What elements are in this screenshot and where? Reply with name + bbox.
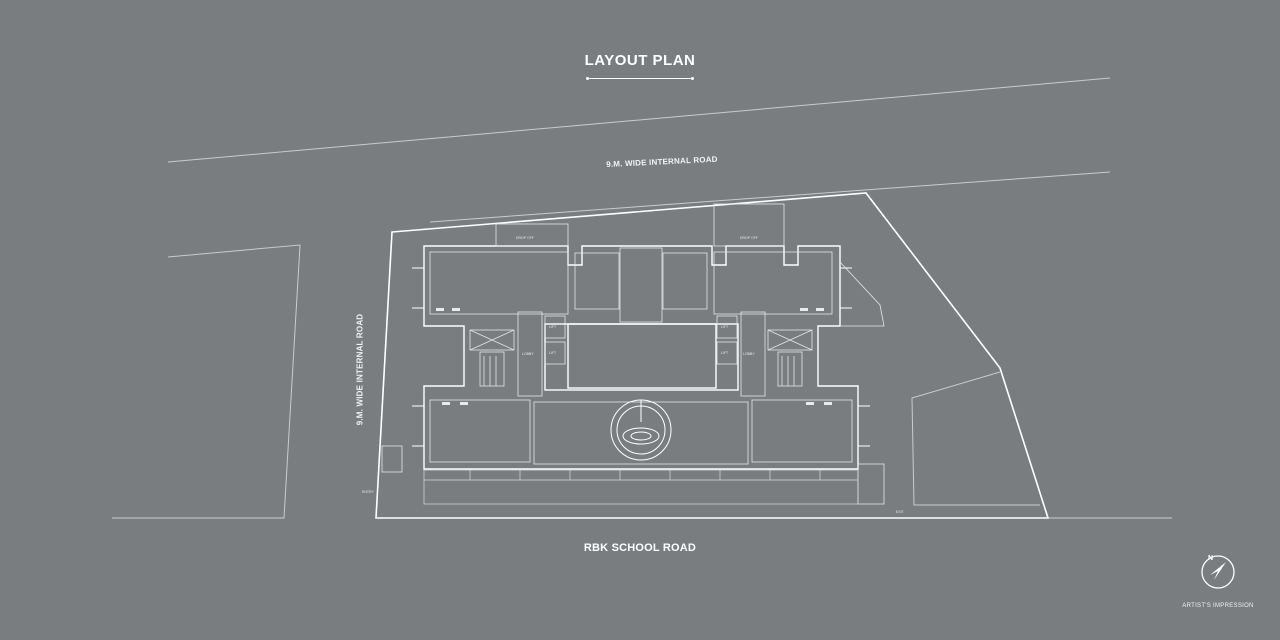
lift-label-2: LIFT xyxy=(549,351,557,355)
compass-north-arrow-icon xyxy=(1210,562,1226,580)
left-road-label: 9.M. WIDE INTERNAL ROAD xyxy=(355,313,365,426)
lift-label-4: LIFT xyxy=(721,351,729,355)
site-boundary xyxy=(375,192,1050,519)
lift-label-1: LIFT xyxy=(549,325,557,329)
compass: N xyxy=(1201,555,1235,589)
drop-off-label-left: DROP OFF xyxy=(516,236,535,240)
lobby-label-left: LOBBY xyxy=(522,352,534,356)
exit-label: EXIT xyxy=(896,510,904,514)
central-amphitheatre xyxy=(610,399,672,461)
left-road-plot-edge xyxy=(112,244,301,519)
compass-ring xyxy=(1201,555,1235,589)
balcony-ticks xyxy=(412,267,870,447)
furniture-marks xyxy=(436,308,832,405)
interior-walls xyxy=(381,203,885,505)
page-title: LAYOUT PLAN xyxy=(584,52,696,69)
top-road-edge-inner xyxy=(429,171,1111,223)
building-outline xyxy=(423,245,859,470)
bottom-road-label: RBK SCHOOL ROAD xyxy=(583,542,697,554)
frontage-parking-strip xyxy=(423,469,859,505)
lobby-label-right: LOBBY xyxy=(743,352,755,356)
top-road-edge-outer xyxy=(167,77,1111,163)
title-underline xyxy=(586,77,694,80)
entry-label: ENTRY xyxy=(362,490,374,494)
right-adjacent-plot xyxy=(911,371,1040,506)
artists-impression-note: ARTIST'S IMPRESSION xyxy=(1182,603,1254,609)
lift-label-3: LIFT xyxy=(721,325,729,329)
drop-off-label-right: DROP OFF xyxy=(740,236,759,240)
compass-north-label: N xyxy=(1208,555,1213,562)
